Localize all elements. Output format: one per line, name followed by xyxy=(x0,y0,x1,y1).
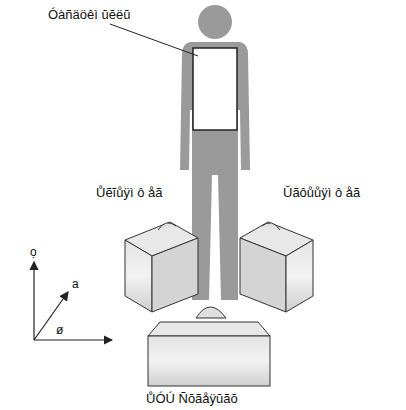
axis-label: ọ xyxy=(30,246,37,259)
axis-label: ø xyxy=(56,324,63,337)
device-label: Ŭãôůůÿì ô åã xyxy=(283,186,360,200)
left-device xyxy=(125,222,198,312)
right-device xyxy=(240,222,313,312)
callout-label: Óàñäöêì ŭĕëŭ xyxy=(48,8,130,22)
device-label: Ůẽĩůÿì ô åã xyxy=(96,186,163,200)
bottom-device xyxy=(148,307,270,386)
axis-label: a xyxy=(72,278,79,291)
chest-tag xyxy=(193,48,237,130)
leader-line xyxy=(110,24,198,56)
device-label: ŮÓÚ Ñŏãåÿŭãŏ xyxy=(146,392,238,406)
axes xyxy=(34,262,112,340)
